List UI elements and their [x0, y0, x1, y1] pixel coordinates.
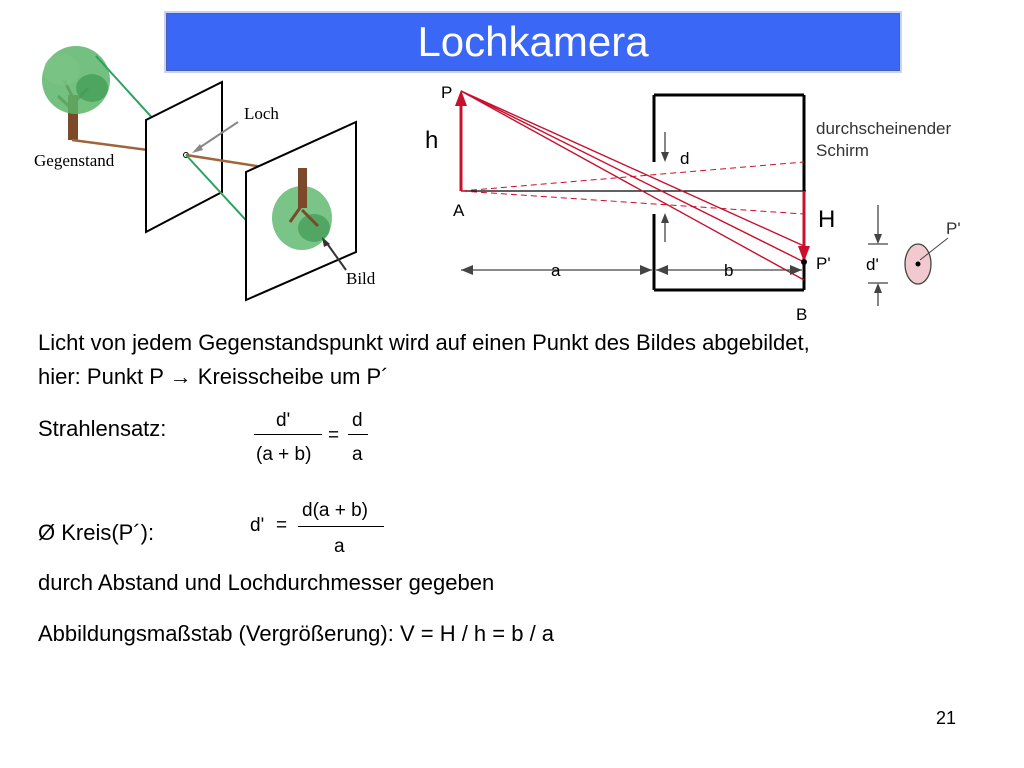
ray-2	[460, 90, 805, 281]
title-bar: Lochkamera	[166, 13, 900, 71]
object-tree	[42, 46, 110, 140]
slide-title: Lochkamera	[417, 18, 649, 65]
label-d: d	[680, 149, 690, 168]
formula2-den: a	[334, 536, 345, 557]
formula1-eq: =	[328, 425, 340, 446]
text-massstab: Abbildungsmaßstab (Vergrößerung): V = H …	[38, 621, 555, 646]
formula1-num: d'	[276, 410, 291, 431]
label-d-prime: d'	[866, 255, 879, 274]
label-A: A	[453, 201, 465, 220]
formula2-eq: =	[276, 515, 288, 536]
label-object: Gegenstand	[34, 151, 115, 170]
formula1-rden: a	[352, 444, 363, 465]
formula2-bar	[298, 526, 384, 527]
formula1-rbar	[348, 434, 368, 435]
label-h: h	[425, 127, 439, 154]
label-screen-2: Schirm	[816, 141, 869, 160]
kreis-label: Ø Kreis(P´):	[38, 520, 155, 545]
image-tree	[272, 168, 332, 250]
label-a: a	[551, 261, 561, 280]
formula1-rnum: d	[352, 410, 363, 431]
formula2-lhs: d'	[250, 515, 265, 536]
strahlensatz-label: Strahlensatz:	[38, 416, 167, 441]
label-P: P	[441, 83, 453, 102]
label-hole: Loch	[244, 104, 279, 123]
text-line2: hier: Punkt P → Kreisscheibe um P´	[38, 364, 389, 389]
formula1-den: (a + b)	[256, 444, 312, 465]
page-number: 21	[936, 708, 957, 728]
label-screen-1: durchscheinender	[816, 119, 952, 138]
label-b: b	[724, 261, 734, 280]
label-P-prime: P'	[816, 254, 831, 273]
ray-3	[460, 90, 805, 247]
label-image: Bild	[346, 269, 376, 288]
text-line1: Licht von jedem Gegenstandspunkt wird au…	[38, 330, 810, 355]
formula1-bar	[254, 434, 322, 435]
label-H: H	[818, 206, 836, 233]
label-spot: P'	[946, 219, 961, 238]
label-B: B	[796, 305, 808, 324]
text-abstand: durch Abstand und Lochdurchmesser gegebe…	[38, 570, 495, 595]
formula2-num: d(a + b)	[302, 500, 369, 521]
